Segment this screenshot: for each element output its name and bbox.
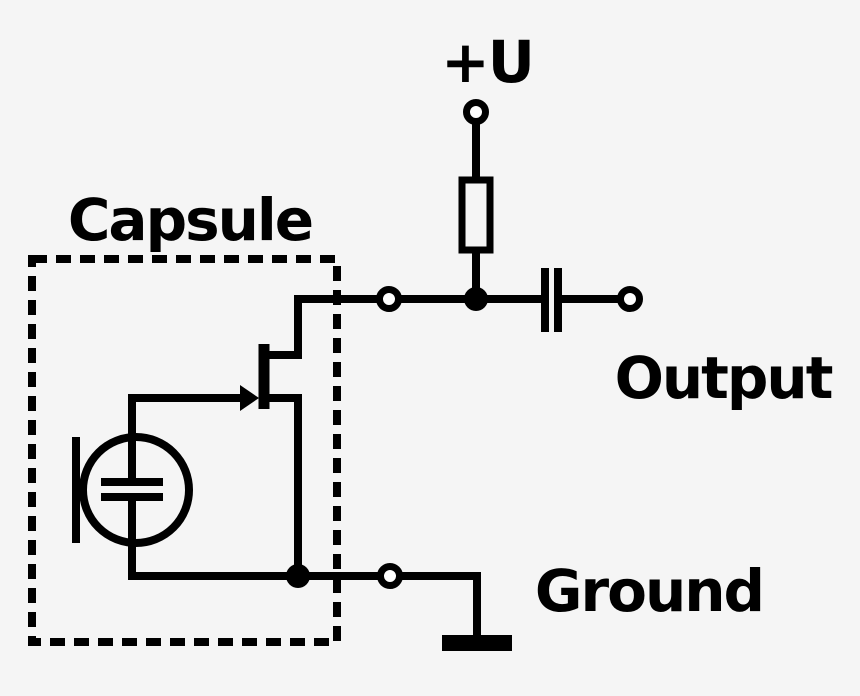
capsule-boundary-box [28,255,341,646]
capsule-label: Capsule [68,186,312,254]
jfet-gate-arrow-icon [240,385,259,411]
jfet-source-wire [264,394,302,576]
capsule-output-terminal [376,286,402,312]
bias-resistor [458,176,494,254]
ground-label: Ground [535,557,763,625]
junction-dot-bottom [286,564,310,588]
supply-label: +U [441,28,533,96]
jfet-drain-wire [264,295,545,359]
jfet-gate-wire [128,394,244,484]
output-label: Output [615,344,833,412]
output-terminal [617,286,643,312]
jfet [128,344,302,576]
junction-dot-top [464,287,488,311]
coupling-capacitor [541,268,562,332]
ground-terminal [377,563,403,589]
supply-terminal [463,99,489,125]
